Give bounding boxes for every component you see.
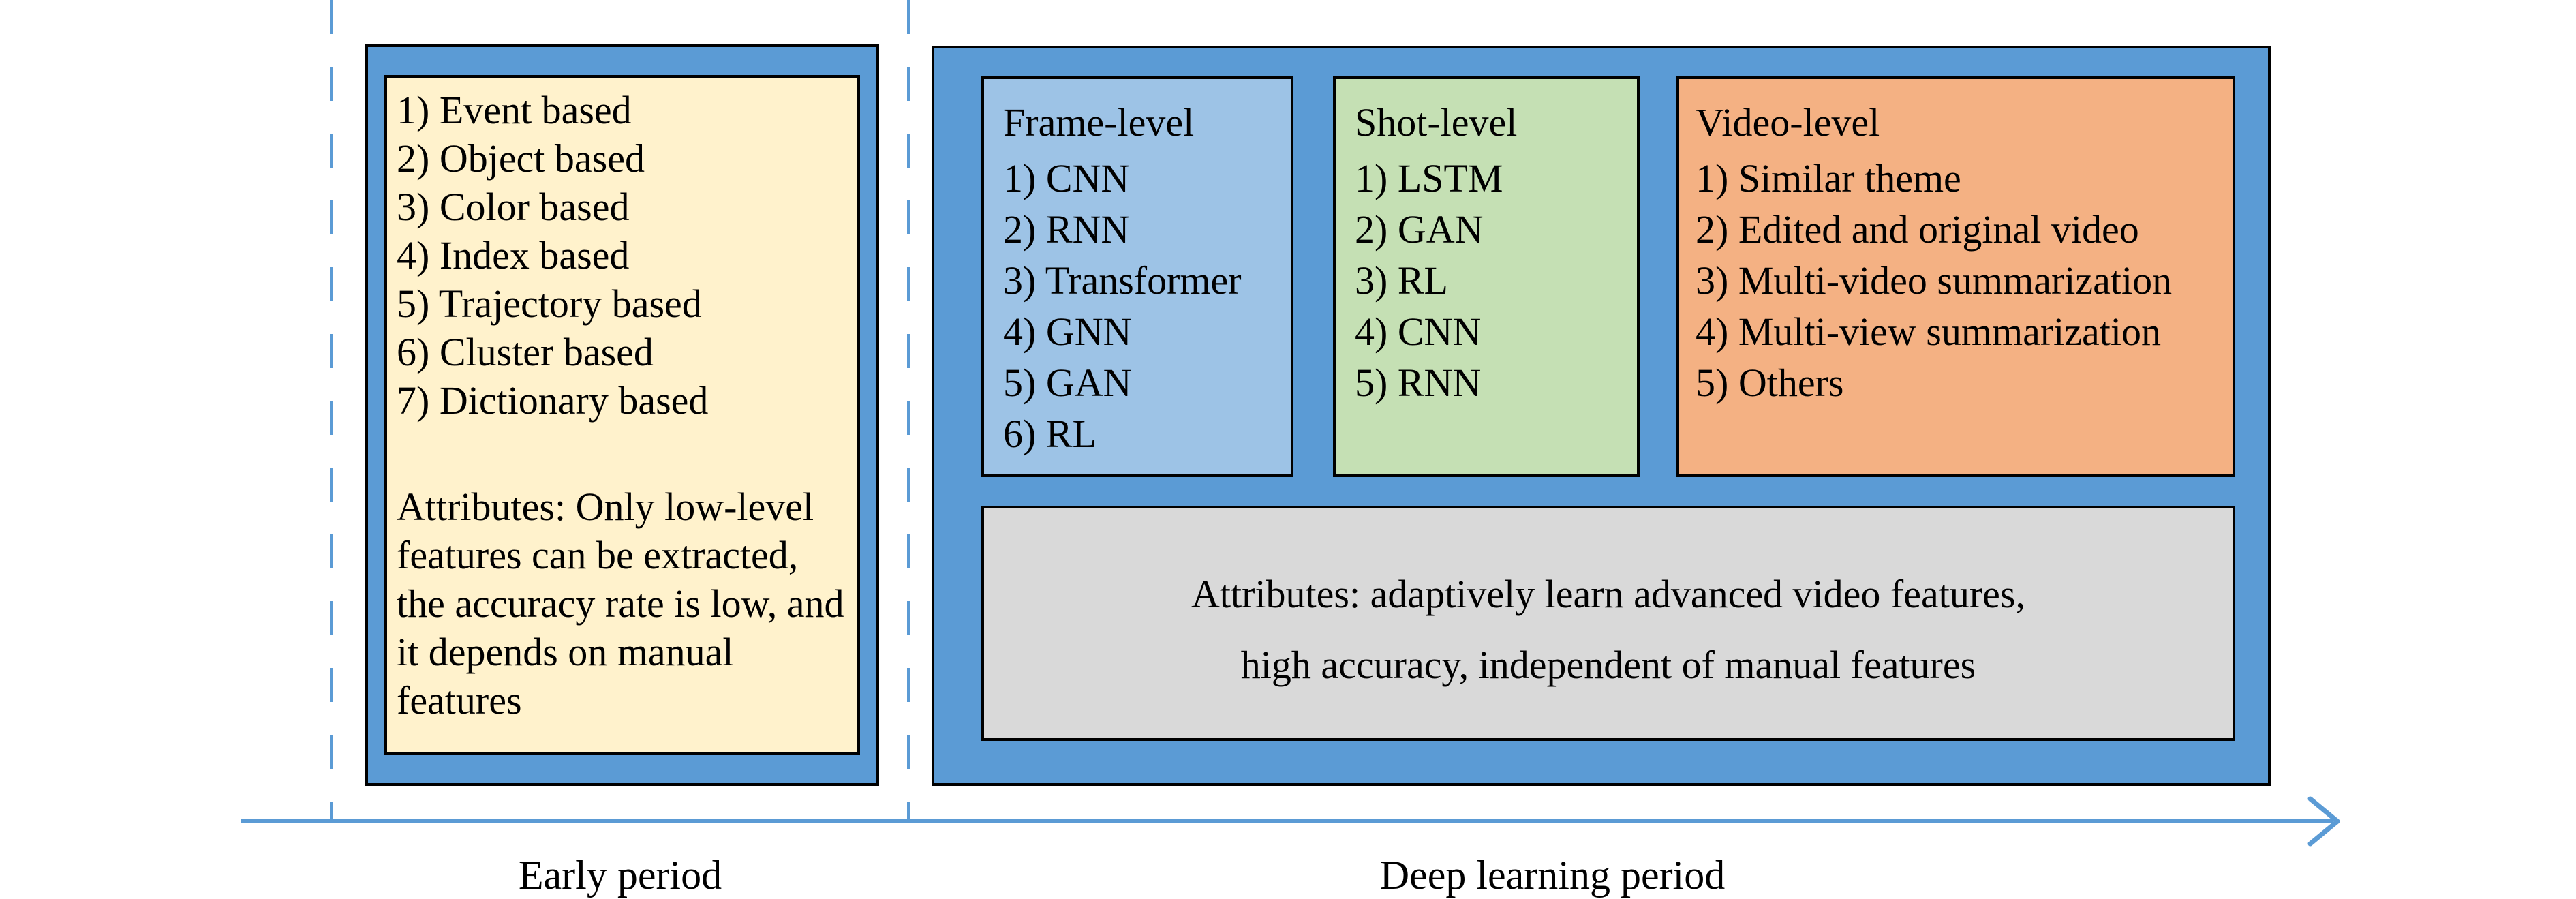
video-level-title: Video-level	[1696, 100, 1880, 144]
frame-level-panel: Frame-level 1) CNN 2) RNN 3) Transformer…	[981, 76, 1293, 477]
early-method-item: 5) Trajectory based	[397, 281, 702, 326]
frame-level-item: 2) RNN	[1003, 207, 1130, 252]
frame-level-item: 6) RL	[1003, 412, 1097, 456]
frame-level-item: 3) Transformer	[1003, 258, 1242, 303]
deep-attributes-panel: Attributes: adaptively learn advanced vi…	[981, 506, 2235, 741]
shot-level-item: 2) GAN	[1355, 207, 1484, 252]
early-period-label: Early period	[518, 853, 722, 898]
video-level-item: 5) Others	[1696, 361, 1844, 405]
deep-attributes-line2: high accuracy, independent of manual fea…	[1240, 642, 1976, 687]
shot-level-item: 4) CNN	[1355, 309, 1482, 354]
early-method-item: 1) Event based	[397, 88, 632, 132]
early-method-item: 7) Dictionary based	[397, 378, 709, 423]
early-method-item: 4) Index based	[397, 233, 630, 277]
early-method-item: 3) Color based	[397, 185, 630, 229]
early-period-box: 1) Event based 2) Object based 3) Color …	[365, 44, 879, 786]
early-attributes-text: Attributes: Only low-level features can …	[397, 485, 844, 722]
early-methods-panel: 1) Event based 2) Object based 3) Color …	[384, 75, 860, 755]
frame-level-item: 4) GNN	[1003, 309, 1132, 354]
early-method-item: 6) Cluster based	[397, 330, 654, 374]
deep-learning-period-box: Frame-level 1) CNN 2) RNN 3) Transformer…	[932, 46, 2271, 786]
shot-level-item: 1) LSTM	[1355, 156, 1503, 200]
early-method-item: 2) Object based	[397, 136, 645, 181]
video-level-panel: Video-level 1) Similar theme 2) Edited a…	[1676, 76, 2235, 477]
shot-level-panel: Shot-level 1) LSTM 2) GAN 3) RL 4) CNN 5…	[1333, 76, 1640, 477]
period-divider-line-left	[330, 0, 333, 821]
period-divider-line-right	[907, 0, 910, 821]
frame-level-title: Frame-level	[1003, 100, 1195, 144]
video-level-item: 1) Similar theme	[1696, 156, 1961, 200]
video-level-item: 3) Multi-video summarization	[1696, 258, 2173, 303]
video-level-item: 4) Multi-view summarization	[1696, 309, 2161, 354]
frame-level-item: 1) CNN	[1003, 156, 1130, 200]
deep-learning-period-label: Deep learning period	[1379, 853, 1726, 898]
shot-level-title: Shot-level	[1355, 100, 1518, 144]
shot-level-item: 5) RNN	[1355, 361, 1482, 405]
frame-level-item: 5) GAN	[1003, 361, 1132, 405]
video-level-item: 2) Edited and original video	[1696, 207, 2139, 252]
deep-attributes-line1: Attributes: adaptively learn advanced vi…	[1191, 571, 2025, 616]
shot-level-item: 3) RL	[1355, 258, 1448, 303]
